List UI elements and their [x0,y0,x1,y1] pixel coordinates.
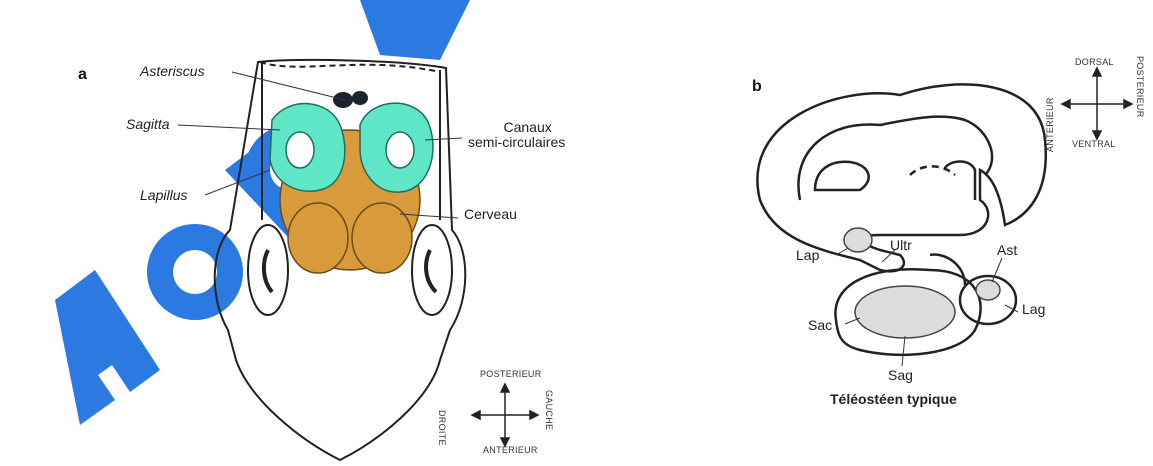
label-ast: Ast [997,243,1017,258]
label-lap: Lap [796,248,819,263]
asteriscus-otolith [976,280,1000,300]
label-asteriscus: Asteriscus [140,64,205,79]
label-sac: Sac [808,318,832,333]
compass-a-left: DROITE [436,410,446,446]
caption-b: Téléostéen typique [830,392,957,407]
panel-a-letter: a [78,66,87,84]
label-canaux-line1: Canaux [490,120,565,135]
label-canaux-line2: semi-circulaires [468,135,565,150]
compass-a-top: POSTERIEUR [480,370,542,380]
compass-a-bottom: ANTERIEUR [483,446,538,456]
panel-b-letter: b [752,78,762,96]
compass-b-top: DORSAL [1075,58,1114,68]
compass-b-bottom: VENTRAL [1072,140,1116,150]
compass-a-right: GAUCHE [543,390,553,430]
compass-b-right: POSTERIEUR [1134,56,1144,118]
compass-b-arrows [1062,68,1132,139]
label-sag: Sag [888,368,913,383]
label-sagitta: Sagitta [126,117,170,132]
label-ultr: Ultr [890,238,912,253]
compass-b-left: ANTERIEUR [1046,97,1056,152]
label-lag: Lag [1022,302,1045,317]
label-cerveau: Cerveau [464,207,517,222]
label-lapillus: Lapillus [140,188,187,203]
sagitta-otolith [855,286,955,338]
label-canaux: Canaux semi-circulaires [490,120,565,151]
